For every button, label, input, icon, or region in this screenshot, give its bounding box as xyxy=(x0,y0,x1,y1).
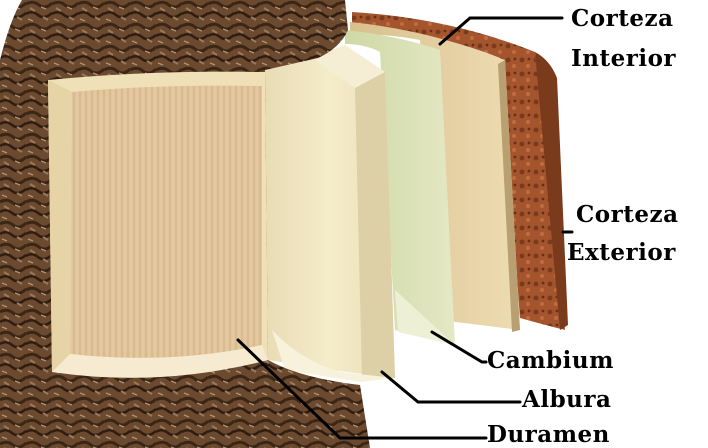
label-sapwood: Albura xyxy=(522,387,611,413)
label-inner-bark-line1: Corteza xyxy=(571,6,674,32)
sapwood-layer xyxy=(265,45,395,382)
label-cambium: Cambium xyxy=(487,348,614,374)
leader-line-sapwood xyxy=(382,372,520,402)
heartwood-layer xyxy=(48,72,268,378)
label-outer-bark-line2: Exterior xyxy=(567,240,676,266)
label-outer-bark-line1: Corteza xyxy=(576,202,679,228)
leader-line-cambium xyxy=(432,332,486,362)
label-heartwood: Duramen xyxy=(487,422,610,448)
label-inner-bark-line2: Interior xyxy=(571,46,676,72)
